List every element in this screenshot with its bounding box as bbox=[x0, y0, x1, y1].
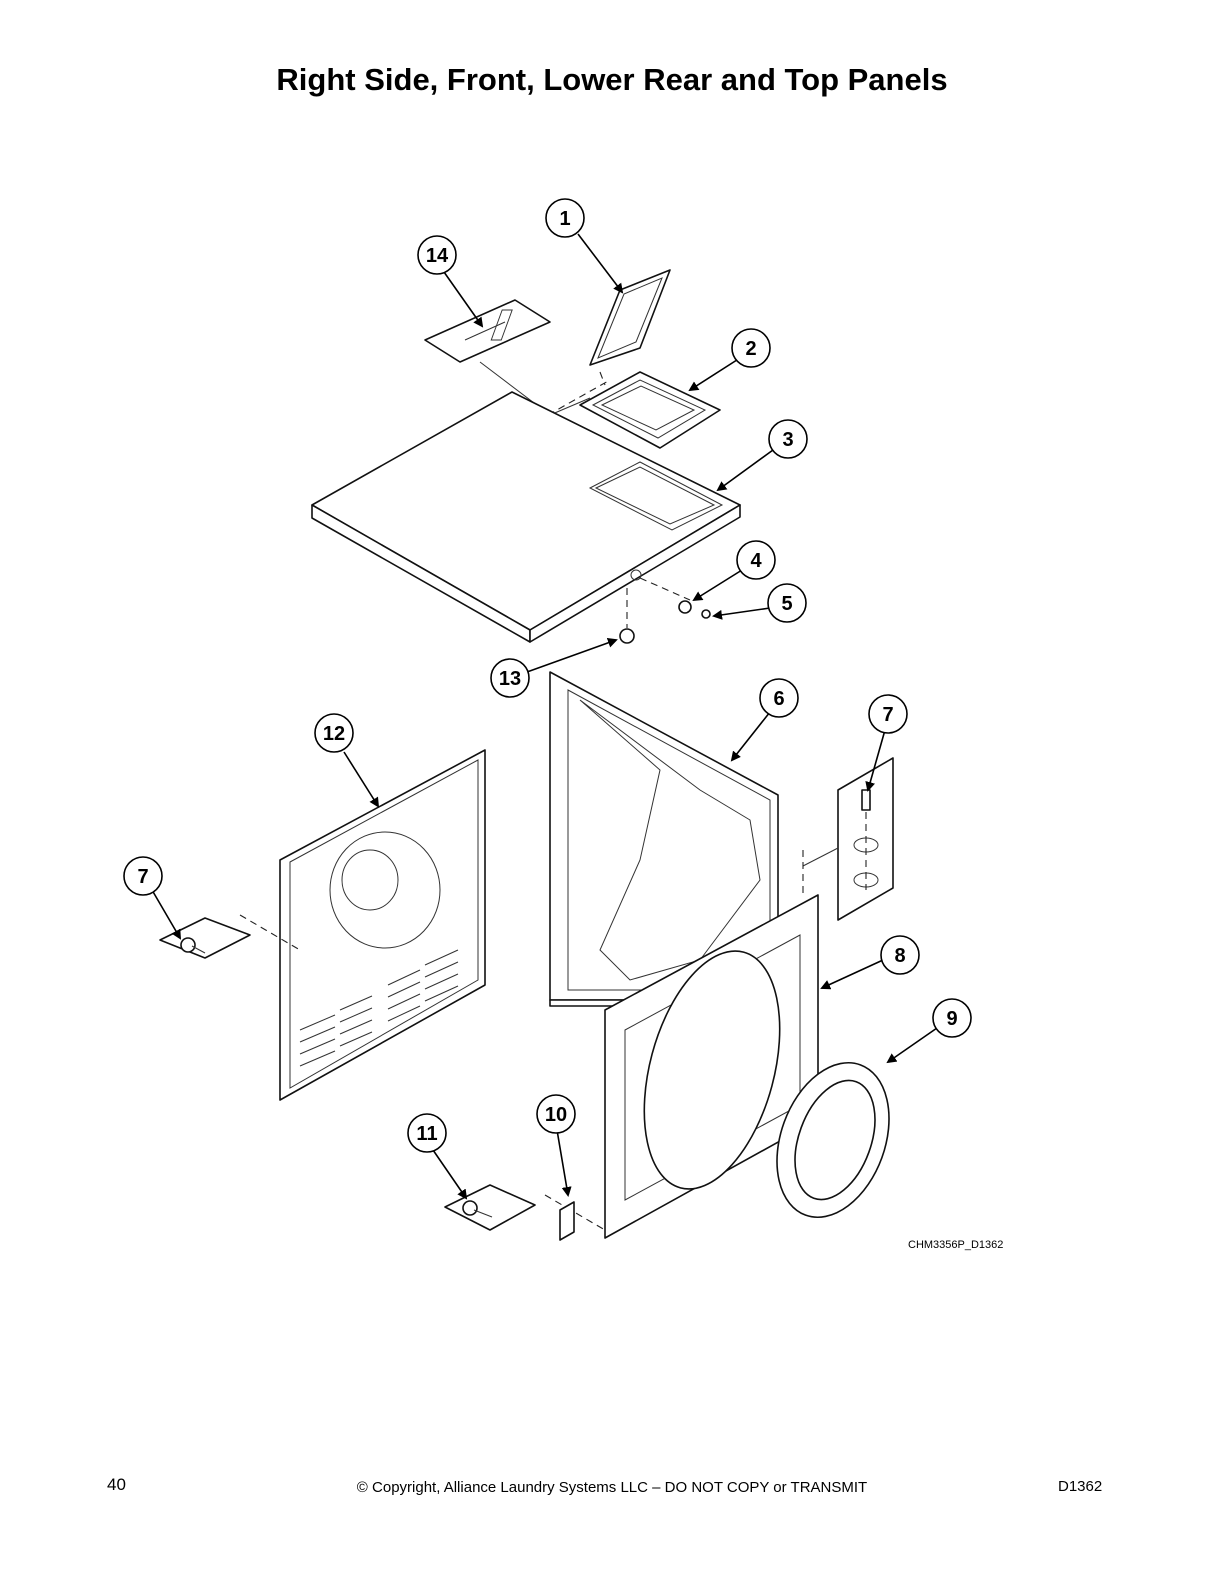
callout-5: 5 bbox=[767, 583, 807, 623]
plug-button-part bbox=[619, 588, 635, 644]
lower-rear-panel-part bbox=[279, 749, 486, 1101]
callout-8: 8 bbox=[880, 935, 920, 975]
callout-14: 14 bbox=[417, 235, 457, 275]
callout-number: 14 bbox=[426, 245, 449, 267]
callout-12: 12 bbox=[314, 713, 354, 753]
door-ring-part bbox=[776, 1061, 890, 1219]
screw-inset-right-part bbox=[802, 757, 894, 921]
callout-number: 4 bbox=[750, 550, 762, 572]
callout-13: 13 bbox=[490, 658, 530, 698]
callout-number: 9 bbox=[946, 1008, 957, 1030]
hinge-pin-part bbox=[639, 577, 711, 619]
figure-id: CHM3356P_D1362 bbox=[908, 1239, 1003, 1251]
callout-4: 4 bbox=[736, 540, 776, 580]
copyright-notice: © Copyright, Alliance Laundry Systems LL… bbox=[356, 1479, 868, 1496]
page-number: 40 bbox=[107, 1475, 126, 1494]
top-panel-part bbox=[311, 391, 741, 643]
callout-11: 11 bbox=[407, 1113, 447, 1153]
leader-lines bbox=[151, 233, 938, 1200]
callout-number: 11 bbox=[416, 1123, 437, 1145]
callout-number: 2 bbox=[745, 338, 756, 360]
screw-inset-bottom-part bbox=[444, 1184, 606, 1231]
screw-inset-left-part bbox=[159, 914, 301, 959]
front-panel-part bbox=[604, 894, 819, 1239]
callout-10: 10 bbox=[536, 1094, 576, 1134]
document-code: D1362 bbox=[1058, 1478, 1103, 1495]
control-panel-overlay-part bbox=[490, 269, 671, 366]
callout-7-right: 7 bbox=[868, 694, 908, 734]
callout-number: 1 bbox=[559, 208, 570, 230]
callout-number: 12 bbox=[323, 723, 345, 745]
page-title: Right Side, Front, Lower Rear and Top Pa… bbox=[276, 62, 948, 97]
callout-3: 3 bbox=[768, 419, 808, 459]
callout-9: 9 bbox=[932, 998, 972, 1038]
callout-number: 7 bbox=[882, 704, 893, 726]
callout-number: 3 bbox=[782, 429, 793, 451]
bezel-frame-part bbox=[579, 371, 721, 449]
callout-number: 13 bbox=[499, 668, 521, 690]
callout-number: 8 bbox=[894, 945, 905, 967]
callout-6: 6 bbox=[759, 678, 799, 718]
callout-number: 6 bbox=[773, 688, 784, 710]
callout-number: 5 bbox=[781, 593, 792, 615]
bracket-part bbox=[559, 1201, 575, 1241]
callout-7-left: 7 bbox=[123, 856, 163, 896]
callout-1: 1 bbox=[545, 198, 585, 238]
callout-number: 10 bbox=[545, 1104, 567, 1126]
callout-number: 7 bbox=[137, 866, 148, 888]
callout-2: 2 bbox=[731, 328, 771, 368]
